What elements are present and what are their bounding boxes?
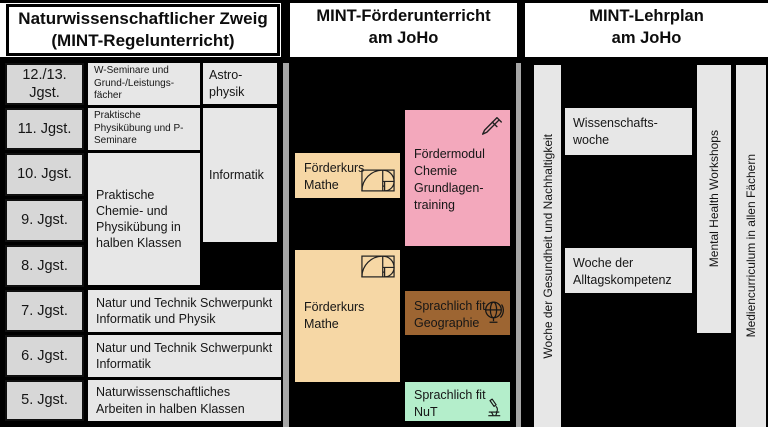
woche-gesundheit-label: Woche der Gesundheit und Nachhaltigkeit bbox=[540, 133, 555, 359]
golden-spiral-icon bbox=[361, 169, 395, 192]
header-line: (MINT-Regelunterricht) bbox=[51, 31, 235, 50]
grade-label-9: 9. Jgst. bbox=[5, 199, 84, 242]
header-line: Naturwissenschaftlicher Zweig bbox=[18, 8, 268, 28]
header-divider-left bbox=[281, 0, 290, 57]
globe-icon bbox=[481, 300, 506, 325]
foerderkurs-mathe-label: Förderkurs Mathe bbox=[304, 300, 365, 331]
box-foerderkurs-mathe-1: Förderkurs Mathe bbox=[295, 153, 400, 198]
golden-spiral-icon bbox=[361, 255, 395, 278]
box-woche-alltagskompetenz: Woche der Alltagskompetenz bbox=[565, 248, 692, 293]
cell-praktische-chemie: Praktische Chemie- und Physikübung in ha… bbox=[88, 153, 200, 285]
cell-informatik: Informatik bbox=[203, 108, 277, 242]
grade-label-5: 5. Jgst. bbox=[5, 380, 84, 421]
header-divider-right bbox=[517, 0, 525, 57]
sprachlich-fit-nut-label: Sprachlich fit NuT bbox=[414, 388, 486, 419]
cell-nut-7: Natur und Technik Schwerpunkt Informatik… bbox=[88, 290, 281, 332]
box-sprachlich-fit-nut: Sprachlich fit NuT bbox=[405, 382, 510, 421]
grade-label-12-13: 12./13. Jgst. bbox=[5, 63, 84, 105]
column-header-regelunterricht: Naturwissenschaftlicher Zweig (MINT-Rege… bbox=[6, 4, 280, 56]
grade-label-7: 7. Jgst. bbox=[5, 290, 84, 332]
grade-label-11: 11. Jgst. bbox=[5, 108, 84, 150]
column-header-lehrplan: MINT-Lehrplan am JoHo bbox=[525, 6, 768, 50]
section-divider-left bbox=[283, 63, 289, 427]
grade-label-10: 10. Jgst. bbox=[5, 153, 84, 196]
mental-health-label: Mental Health Workshops bbox=[707, 130, 721, 268]
header-line: am JoHo bbox=[611, 28, 682, 47]
bar-mediencurriculum: Mediencurriculum in allen Fächern bbox=[736, 65, 766, 427]
bar-woche-gesundheit-nachhaltigkeit: Woche der Gesundheit und Nachhaltigkeit bbox=[534, 65, 561, 427]
box-foerdermodul-chemie: Fördermodul Chemie Grundlagen-training bbox=[405, 110, 510, 246]
microscope-icon bbox=[484, 397, 505, 418]
grade-label-8: 8. Jgst. bbox=[5, 245, 84, 287]
foerdermodul-chemie-label: Fördermodul Chemie Grundlagen-training bbox=[414, 147, 485, 212]
grade-label-6: 6. Jgst. bbox=[5, 335, 84, 377]
header-line: MINT-Lehrplan bbox=[589, 7, 704, 25]
section-divider-right bbox=[516, 63, 521, 427]
box-foerderkurs-mathe-2: Förderkurs Mathe bbox=[295, 250, 400, 382]
cell-praktische-physik: Praktische Physikübung und P-Seminare bbox=[88, 108, 200, 150]
box-sprachlich-fit-geographie: Sprachlich fit Geographie bbox=[405, 291, 510, 335]
bar-mental-health-workshops: Mental Health Workshops bbox=[697, 65, 731, 333]
mediencurriculum-label: Mediencurriculum in allen Fächern bbox=[744, 154, 758, 338]
header-line: MINT-Förderunterricht bbox=[316, 7, 491, 25]
pipette-icon bbox=[476, 115, 504, 143]
cell-w-seminare: W-Seminare und Grund-/Leistungs-fächer bbox=[88, 63, 200, 105]
cell-nwa-5: Naturwissenschaftliches Arbeiten in halb… bbox=[88, 380, 281, 421]
sprachlich-fit-geographie-label: Sprachlich fit Geographie bbox=[414, 299, 486, 330]
cell-nut-6: Natur und Technik Schwerpunkt Informatik bbox=[88, 335, 281, 377]
column-header-foerderunterricht: MINT-Förderunterricht am JoHo bbox=[290, 6, 517, 50]
header-line: am JoHo bbox=[368, 28, 439, 47]
cell-astrophysik: Astro-physik bbox=[203, 63, 277, 104]
box-wissenschaftswoche: Wissenschafts-woche bbox=[565, 108, 692, 155]
foerderkurs-mathe-label: Förderkurs Mathe bbox=[304, 161, 365, 192]
top-border bbox=[0, 0, 768, 3]
